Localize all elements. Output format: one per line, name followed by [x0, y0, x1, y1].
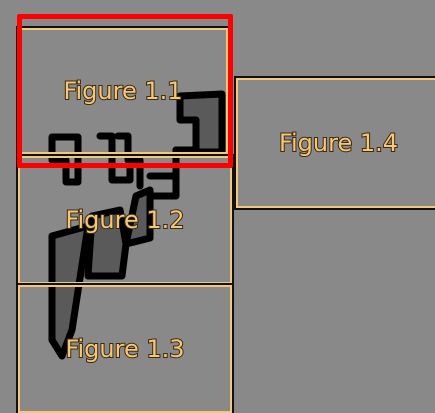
panel-label: Figure 1.2 — [20, 206, 230, 234]
panel-figure-1-3[interactable]: Figure 1.3 — [18, 285, 232, 413]
panel-figure-1-2[interactable]: Figure 1.2 — [18, 156, 232, 284]
selection-highlight[interactable] — [17, 14, 233, 168]
panel-label: Figure 1.3 — [20, 335, 230, 363]
panel-figure-1-4[interactable]: Figure 1.4 — [236, 78, 435, 208]
panel-label: Figure 1.4 — [238, 129, 435, 157]
